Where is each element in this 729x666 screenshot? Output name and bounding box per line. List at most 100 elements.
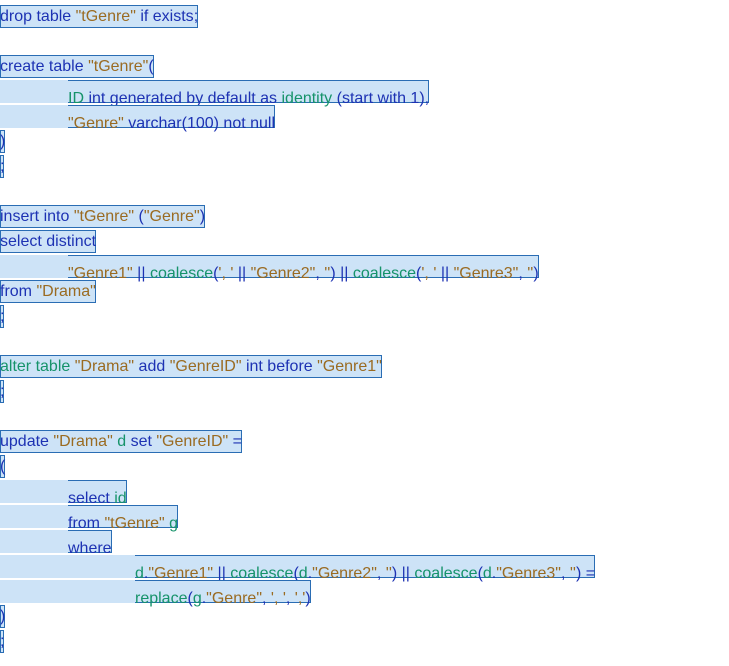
- selected-code-text: ;: [0, 630, 5, 653]
- code-token: "Genre3": [453, 265, 519, 282]
- code-token: ||: [132, 265, 150, 282]
- code-token: if exists: [135, 8, 194, 25]
- indent-space: [0, 480, 68, 503]
- code-token: ||: [233, 265, 251, 282]
- code-token: create table: [0, 58, 89, 75]
- code-token: select: [68, 490, 115, 507]
- code-token: "tGenre": [88, 58, 149, 75]
- code-token: (: [336, 90, 342, 107]
- code-token: coalesce: [230, 565, 294, 582]
- code-line[interactable]: "Genre1" || coalesce(', ' || "Genre2", '…: [0, 255, 539, 282]
- code-token: (: [293, 565, 299, 582]
- code-line[interactable]: ): [0, 605, 6, 628]
- code-token: ) ||: [391, 565, 415, 582]
- code-token: ,: [560, 565, 570, 582]
- code-line[interactable]: alter table "Drama" add "GenreID" int be…: [0, 355, 382, 378]
- code-line[interactable]: from "tGenre" g: [0, 505, 179, 532]
- code-line[interactable]: update "Drama" d set "GenreID" =: [0, 430, 242, 453]
- code-token: d: [298, 565, 308, 582]
- code-token: coalesce: [352, 265, 417, 282]
- code-line[interactable]: ;: [0, 380, 5, 403]
- selected-code-text: ;: [0, 155, 5, 178]
- code-token: d: [112, 433, 131, 450]
- code-token: =: [228, 433, 242, 450]
- code-line[interactable]: ;: [0, 155, 5, 178]
- code-line[interactable]: select id: [0, 480, 127, 507]
- selected-code-text: drop table "tGenre" if exists;: [0, 5, 199, 28]
- code-token: ,: [262, 590, 271, 607]
- code-token: "Genre1": [68, 265, 133, 282]
- selected-code-text: ID int generated by default as identity …: [0, 80, 430, 107]
- code-token: "tGenre": [75, 8, 136, 25]
- code-token: d: [482, 565, 492, 582]
- code-token: ||: [213, 565, 231, 582]
- code-line[interactable]: ;: [0, 305, 5, 328]
- code-token: varchar: [123, 115, 182, 132]
- code-token: (: [0, 458, 6, 475]
- code-token: "Drama": [74, 358, 135, 375]
- selected-code-text: replace(g."Genre", ', ', ','): [0, 580, 311, 607]
- code-token: set: [130, 433, 157, 450]
- code-token: add: [134, 358, 170, 375]
- code-token: insert into: [0, 208, 74, 225]
- code-token: drop table: [0, 8, 76, 25]
- code-token: "Genre3": [496, 565, 561, 582]
- code-token: ',': [294, 590, 306, 607]
- code-line[interactable]: where: [0, 530, 112, 557]
- selected-code-text: ;: [0, 380, 5, 403]
- code-line[interactable]: insert into "tGenre" ("Genre"): [0, 205, 206, 228]
- code-token: "Genre": [143, 208, 200, 225]
- selected-code-text: insert into "tGenre" ("Genre"): [0, 205, 206, 228]
- selected-code-text: select distinct: [0, 230, 97, 253]
- code-token: "GenreID": [156, 433, 229, 450]
- indent-space: [0, 80, 68, 103]
- code-token: d: [135, 565, 144, 582]
- code-line[interactable]: d."Genre1" || coalesce(d."Genre2", '') |…: [0, 555, 596, 582]
- code-line[interactable]: ): [0, 130, 6, 153]
- code-token: (: [148, 58, 154, 75]
- indent-space: [0, 580, 135, 603]
- code-token: int generated by default as: [88, 90, 282, 107]
- indent-space: [0, 505, 68, 528]
- code-token: from: [0, 283, 37, 300]
- code-token: replace: [135, 590, 188, 607]
- code-token: ): [305, 590, 311, 607]
- code-token: .: [307, 565, 313, 582]
- code-token: "Genre1": [148, 565, 214, 582]
- code-line[interactable]: "Genre" varchar(100) not null: [0, 105, 276, 132]
- selected-code-text: update "Drama" d set "GenreID" =: [0, 430, 242, 453]
- code-line[interactable]: from "Drama": [0, 280, 96, 303]
- code-token: .: [143, 565, 149, 582]
- code-token: ,: [518, 265, 528, 282]
- code-token: ) =: [575, 565, 596, 582]
- code-token: ', ': [218, 265, 234, 282]
- code-line[interactable]: create table "tGenre"(: [0, 55, 154, 78]
- code-token: ', ': [421, 265, 437, 282]
- code-token: "Genre1": [317, 358, 382, 375]
- code-token: not null: [223, 115, 276, 132]
- selected-code-text: alter table "Drama" add "GenreID" int be…: [0, 355, 382, 378]
- code-token: "tGenre": [73, 208, 135, 225]
- selected-code-text: select id: [0, 480, 127, 507]
- code-token: ,: [285, 590, 295, 607]
- code-line[interactable]: ID int generated by default as identity …: [0, 80, 430, 107]
- code-token: coalesce: [414, 565, 478, 582]
- code-line[interactable]: select distinct: [0, 230, 97, 253]
- selected-code-text: ): [0, 605, 6, 628]
- code-token: .: [201, 590, 207, 607]
- code-token: ;: [0, 633, 5, 650]
- code-token: .: [491, 565, 497, 582]
- code-line[interactable]: drop table "tGenre" if exists;: [0, 5, 199, 28]
- code-line[interactable]: replace(g."Genre", ', ', ','): [0, 580, 311, 607]
- code-token: ID: [68, 90, 89, 107]
- code-token: from: [68, 515, 105, 532]
- selected-code-text: "Genre" varchar(100) not null: [0, 105, 276, 132]
- code-token: ): [533, 265, 539, 282]
- code-line[interactable]: ;: [0, 630, 5, 653]
- code-token: "Genre": [206, 590, 262, 607]
- code-line[interactable]: (: [0, 455, 6, 478]
- code-token: "Drama": [53, 433, 113, 450]
- code-token: (: [213, 265, 219, 282]
- code-token: where: [68, 540, 112, 557]
